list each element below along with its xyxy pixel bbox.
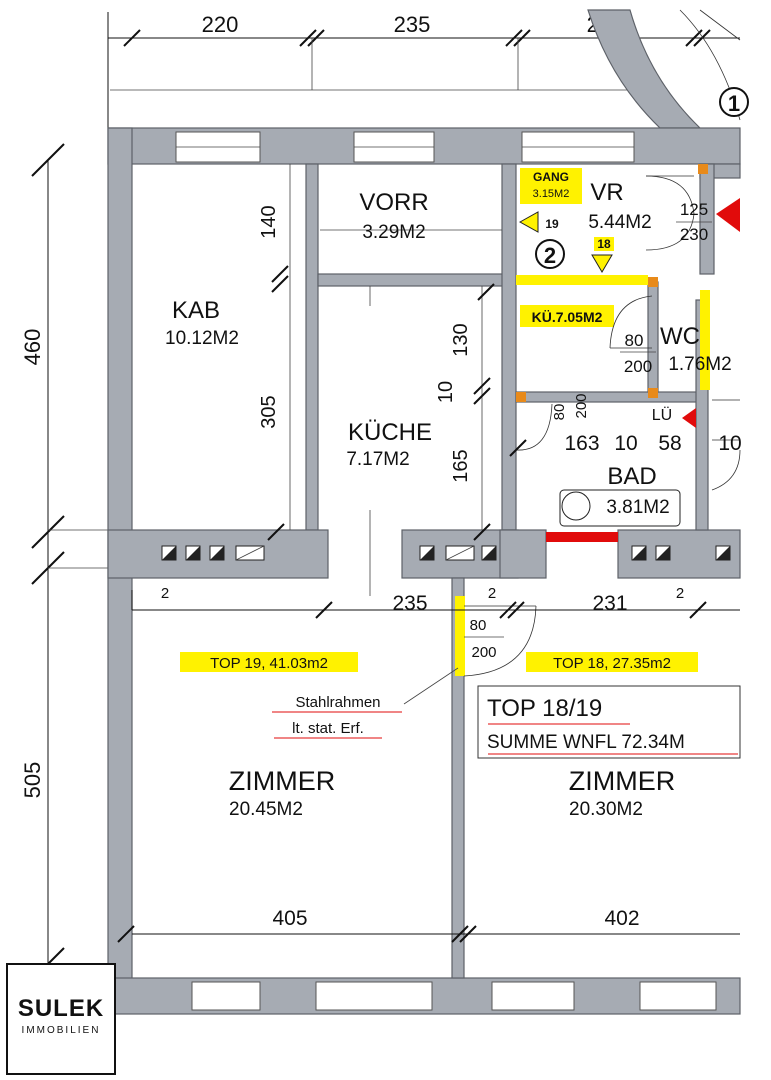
dim-top-220: 220 [202,12,239,37]
marker-2-circle [535,239,565,269]
dim-80-bad: 80 [551,404,568,421]
dim-2a: 2 [161,585,169,602]
sulek-logo: SULEK IMMOBILIEN [6,963,116,1075]
room-bad-area: 3.81M2 [606,497,669,518]
note-line1: Stahlrahmen [295,694,380,711]
room-kab-area: 10.12M2 [165,328,239,349]
room-zimmer-left-name: ZIMMER [229,766,335,796]
red-small-arrow-icon [682,408,696,428]
top19-label: TOP 19, 41.03m2 [210,655,328,672]
red-arrow-icon [716,198,740,232]
flag-18-label: 18 [597,237,611,251]
dim-80-door: 80 [470,617,487,634]
summary-box [477,685,741,759]
room-lue-name: LÜ [652,406,672,424]
room-kab-name: KAB [172,297,220,324]
dim-10b: 10 [614,432,637,455]
orange-posts [516,164,708,402]
dim-405: 405 [272,907,307,930]
room-zimmer-right-name: ZIMMER [569,766,675,796]
room-wc-name: WC [660,323,700,350]
red-sill [546,532,618,542]
dim-235b: 235 [392,592,427,615]
dim-left-460: 460 [20,329,45,366]
note-line2: lt. stat. Erf. [292,720,364,737]
stair-curve [587,9,741,129]
room-vr-area: 5.44M2 [588,212,651,233]
dim-10: 10 [435,381,457,403]
note-leader [272,667,459,739]
dim-80-wc: 80 [625,331,644,350]
room-gang-area: 3.15M2 [533,188,570,200]
marker-2: 2 [544,243,556,268]
room-vorr-name: VORR [359,189,428,216]
dim-2b: 2 [488,585,496,602]
logo-name: SULEK [17,995,105,1022]
dim-left-505: 505 [20,762,45,799]
dim-305: 305 [258,395,280,428]
dim-58: 58 [658,432,681,455]
summary-title: TOP 18/19 [487,695,602,722]
door-swings [289,164,695,677]
logo-subtitle: IMMOBILIEN [21,1025,101,1036]
dim-230: 230 [680,225,708,244]
flag-19-icon [518,211,539,233]
room-vorr-area: 3.29M2 [362,222,425,243]
dim-231: 231 [592,592,627,615]
windows-bottom [191,981,717,1011]
flag-18-icon [591,254,613,273]
dim-200-door: 200 [471,644,496,661]
bathroom-fixtures [559,399,741,527]
vent-blocks [161,545,731,561]
dim-163: 163 [564,432,599,455]
marker-1-circle [719,87,749,117]
dim-140: 140 [258,205,280,238]
room-zimmer-right-area: 20.30M2 [569,799,643,820]
room-zimmer-left-area: 20.45M2 [229,799,303,820]
room-vr-name: VR [590,179,623,206]
room-bad-name: BAD [607,463,656,490]
dim-10c: 10 [718,432,741,455]
dim-125: 125 [680,200,708,219]
room-wc-area: 1.76M2 [668,354,731,375]
left-dimension-line [31,143,108,1000]
dim-200-bad: 200 [573,393,590,418]
dim-130: 130 [450,323,472,356]
dim-402: 402 [604,907,639,930]
room-kueche-area: 7.17M2 [346,449,409,470]
dim-top-235: 235 [394,12,431,37]
dim-2c: 2 [676,585,684,602]
interior-walls [107,163,741,979]
room-kueche-name: KÜCHE [348,419,432,446]
dim-200-wc: 200 [624,357,652,376]
yellow-highlights [180,168,710,676]
marker-1: 1 [728,91,740,116]
summary-line: SUMME WNFL 72.34M [487,732,685,753]
top18-label: TOP 18, 27.35m2 [553,655,671,672]
room-gang-name: GANG [533,170,569,184]
flag-19-label: 19 [545,217,559,231]
windows-top [175,131,635,163]
room-kue2-label: KÜ.7.05M2 [532,309,603,325]
dim-165: 165 [450,449,472,482]
inner-dimension-ticks [117,265,740,943]
